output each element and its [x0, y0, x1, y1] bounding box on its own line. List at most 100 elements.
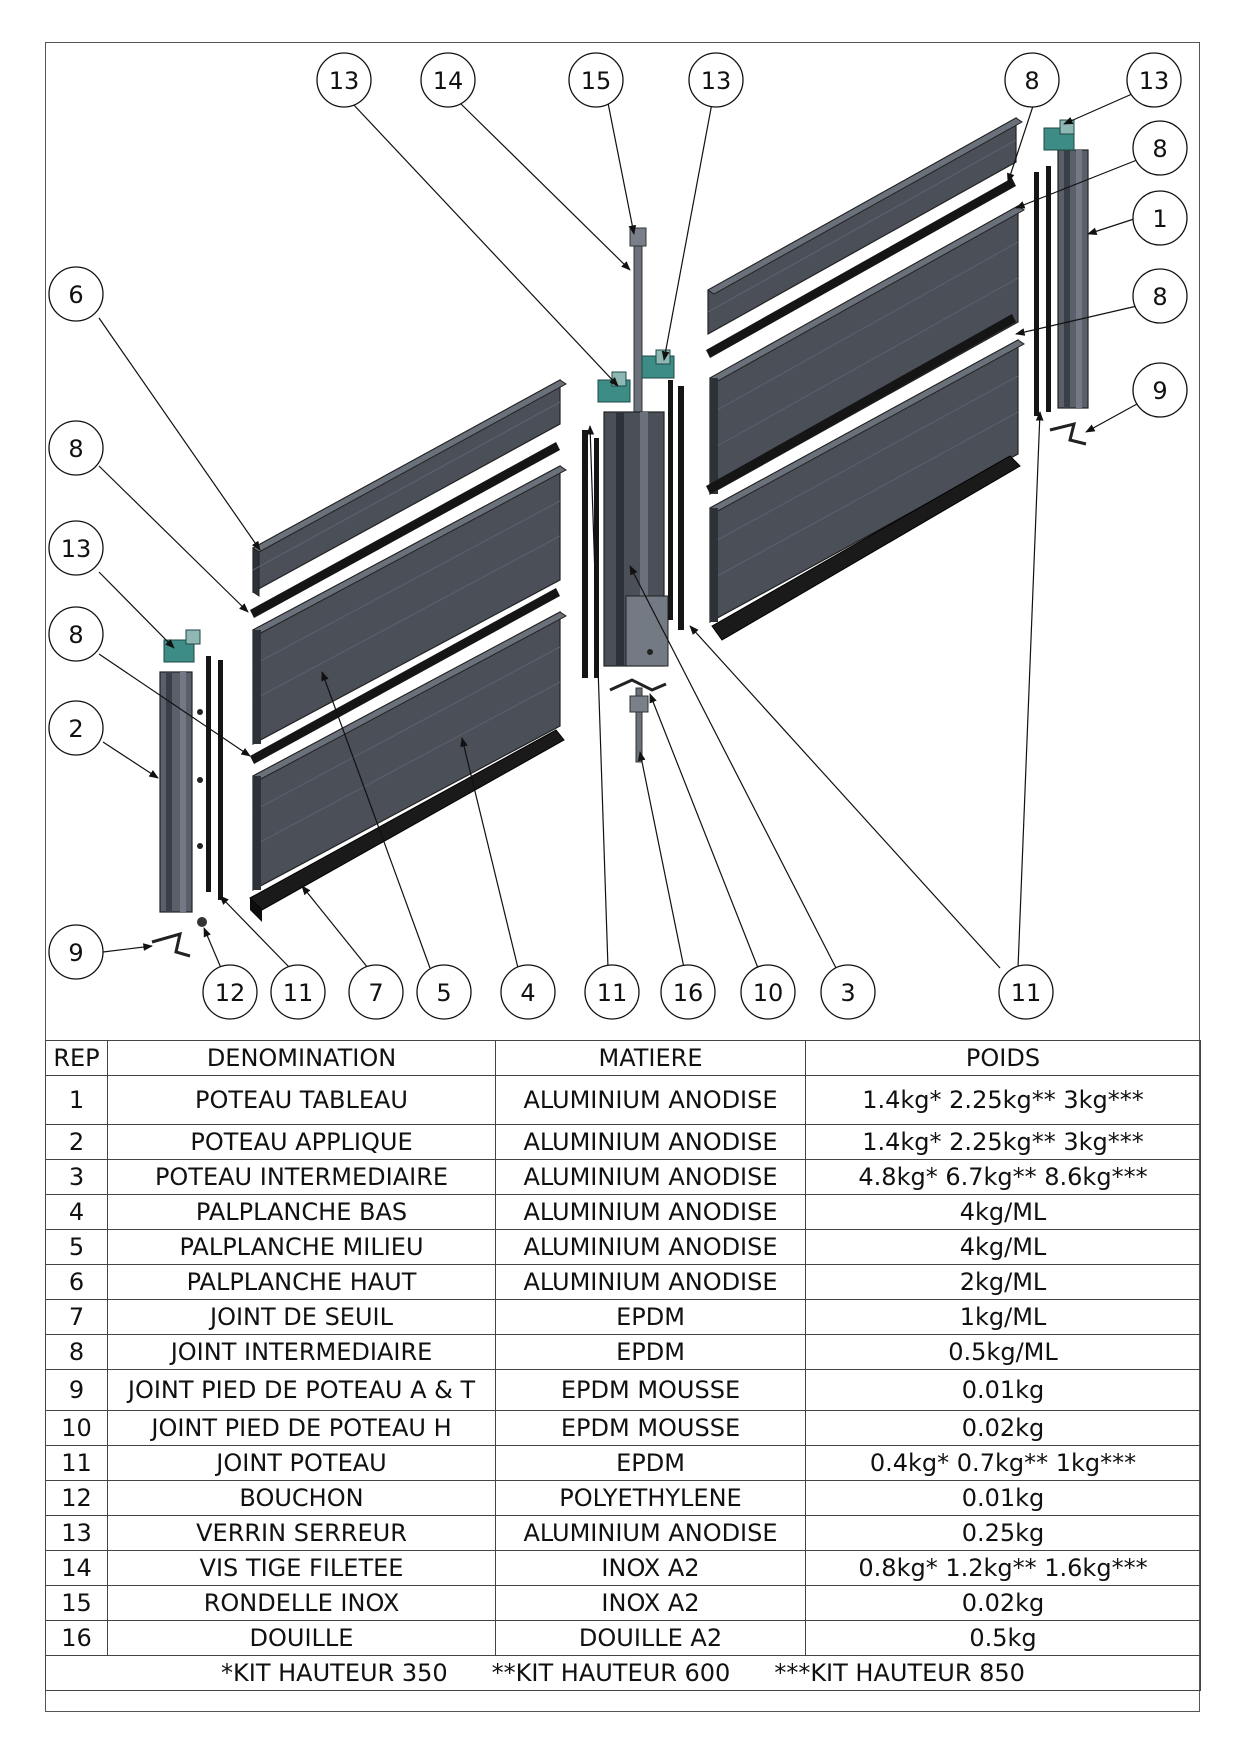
callout-bubble: 8	[48, 420, 104, 476]
drawing-frame	[45, 42, 1200, 1712]
cell-rep: 11	[45, 1445, 108, 1481]
callout-bubble: 2	[48, 700, 104, 756]
cell-rep: 14	[45, 1550, 108, 1586]
cell-rep: 10	[45, 1410, 108, 1446]
right-top-panel-6	[707, 116, 1023, 336]
callout-bubble: 9	[1132, 362, 1188, 418]
callout-bubble: 13	[48, 520, 104, 576]
kit-600-note: **KIT HAUTEUR 600	[491, 1659, 731, 1687]
right-seal-8a	[706, 178, 1016, 358]
callout-bubble: 11	[270, 964, 326, 1020]
callout-bubble: 1	[1132, 190, 1188, 246]
callout-bubble: 11	[584, 964, 640, 1020]
cell-matiere: ALUMINIUM ANODISE	[495, 1194, 806, 1230]
left-clamp-13	[163, 629, 201, 663]
callout-bubble: 12	[202, 964, 258, 1020]
callout-label: 6	[68, 281, 83, 309]
callout-label: 4	[520, 979, 535, 1007]
cell-denomination: VIS TIGE FILETEE	[107, 1550, 496, 1586]
cell-denomination: POTEAU INTERMEDIAIRE	[107, 1159, 496, 1195]
callout-bubble: 13	[1126, 52, 1182, 108]
callout-label: 13	[701, 67, 732, 95]
cell-denomination: JOINT PIED DE POTEAU A & T	[107, 1369, 496, 1411]
cell-rep: 12	[45, 1480, 108, 1516]
cell-poids: 0.5kg	[805, 1620, 1201, 1656]
cell-rep: 9	[45, 1369, 108, 1411]
cell-poids: 0.02kg	[805, 1585, 1201, 1621]
callout-label: 15	[581, 67, 612, 95]
cell-matiere: ALUMINIUM ANODISE	[495, 1075, 806, 1125]
header-rep: REP	[45, 1040, 108, 1076]
cell-poids: 0.8kg* 1.2kg** 1.6kg***	[805, 1550, 1201, 1586]
left-seal-8a	[250, 442, 560, 618]
right-mid-panel-5	[709, 204, 1025, 496]
callout-label: 13	[329, 67, 360, 95]
header-poids: POIDS	[805, 1040, 1201, 1076]
callout-label: 8	[1024, 67, 1039, 95]
cell-rep: 7	[45, 1299, 108, 1335]
cell-matiere: EPDM MOUSSE	[495, 1410, 806, 1446]
cell-rep: 6	[45, 1264, 108, 1300]
cell-poids: 1.4kg* 2.25kg** 3kg***	[805, 1075, 1201, 1125]
cell-poids: 1.4kg* 2.25kg** 3kg***	[805, 1124, 1201, 1160]
cell-rep: 2	[45, 1124, 108, 1160]
cell-rep: 3	[45, 1159, 108, 1195]
callout-label: 8	[1152, 283, 1167, 311]
cell-rep: 13	[45, 1515, 108, 1551]
cell-poids: 0.4kg* 0.7kg** 1kg***	[805, 1445, 1201, 1481]
callout-bubble: 15	[568, 52, 624, 108]
cell-poids: 4kg/ML	[805, 1194, 1201, 1230]
cell-poids: 2kg/ML	[805, 1264, 1201, 1300]
cell-poids: 1kg/ML	[805, 1299, 1201, 1335]
callout-bubble: 8	[48, 606, 104, 662]
callout-label: 11	[597, 979, 628, 1007]
callout-bubble: 16	[660, 964, 716, 1020]
cell-matiere: EPDM	[495, 1299, 806, 1335]
cell-rep: 8	[45, 1334, 108, 1370]
cell-matiere: EPDM	[495, 1445, 806, 1481]
leader-lines	[98, 93, 1138, 969]
callout-label: 9	[1152, 377, 1167, 405]
callout-label: 2	[68, 715, 83, 743]
kit-850-note: ***KIT HAUTEUR 850	[774, 1659, 1025, 1687]
cell-denomination: POTEAU TABLEAU	[107, 1075, 496, 1125]
callout-bubble: 7	[348, 964, 404, 1020]
cell-rep: 4	[45, 1194, 108, 1230]
right-bottom-panel-4	[709, 338, 1025, 624]
cell-matiere: ALUMINIUM ANODISE	[495, 1229, 806, 1265]
cell-denomination: POTEAU APPLIQUE	[107, 1124, 496, 1160]
callout-label: 12	[215, 979, 246, 1007]
cell-poids: 0.01kg	[805, 1480, 1201, 1516]
callout-bubbles: 13 14 15 13 8 13 8 1 8 9 6 8 13 8 2 9 12…	[48, 52, 1188, 1020]
cell-poids: 0.02kg	[805, 1410, 1201, 1446]
cell-matiere: INOX A2	[495, 1550, 806, 1586]
callout-bubble: 11	[998, 964, 1054, 1020]
left-wall-post-2	[159, 671, 203, 913]
cell-matiere: POLYETHYLENE	[495, 1480, 806, 1516]
callout-label: 3	[840, 979, 855, 1007]
cell-denomination: JOINT POTEAU	[107, 1445, 496, 1481]
cell-poids: 0.01kg	[805, 1369, 1201, 1411]
cell-denomination: BOUCHON	[107, 1480, 496, 1516]
callout-label: 11	[283, 979, 314, 1007]
callout-bubble: 13	[316, 52, 372, 108]
right-foot-seal-9	[1049, 421, 1087, 446]
left-mid-panel-5	[252, 464, 567, 746]
callout-bubble: 13	[688, 52, 744, 108]
center-sleeve-16	[629, 695, 649, 713]
cell-matiere: EPDM	[495, 1334, 806, 1370]
callout-bubble: 8	[1004, 52, 1060, 108]
cell-denomination: JOINT INTERMEDIAIRE	[107, 1334, 496, 1370]
table-header-row: REP DENOMINATION MATIERE POIDS	[45, 1040, 1201, 1076]
cell-poids: 0.25kg	[805, 1515, 1201, 1551]
cell-poids: 4.8kg* 6.7kg** 8.6kg***	[805, 1159, 1201, 1195]
cell-matiere: ALUMINIUM ANODISE	[495, 1124, 806, 1160]
